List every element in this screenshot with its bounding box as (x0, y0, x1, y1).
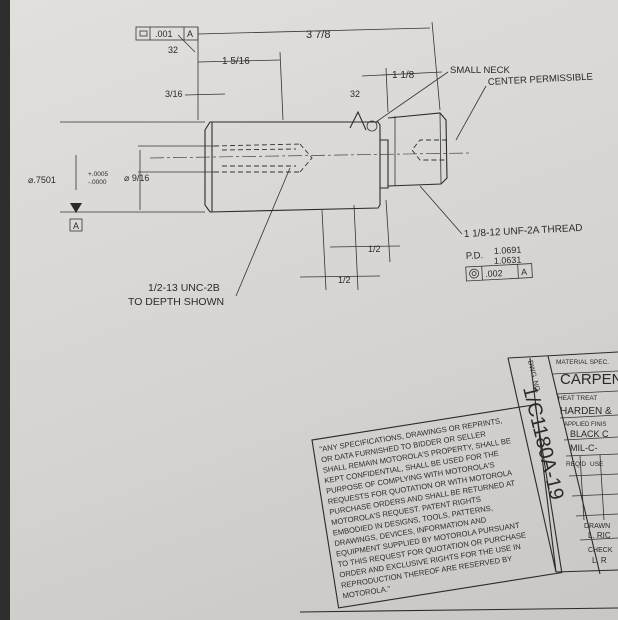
concentricity-datum: A (521, 267, 528, 277)
overall-length-dim: 3 7/8 (306, 29, 330, 41)
applied-finish-value-1: BLACK C (570, 429, 609, 439)
surface-finish-top: 32 (168, 45, 178, 55)
flatness-value: .001 (155, 29, 173, 39)
pitch-diameter-upper: 1.0691 (494, 245, 522, 256)
drawn-label: DRAWN (584, 523, 610, 530)
applied-finish-label: APPLIED FINIS (564, 422, 606, 428)
small-neck-note: SMALL NECK (450, 65, 510, 76)
reqd-label: REQ'D (566, 461, 586, 468)
thread-note: 1 1/8-12 UNF-2A THREAD (464, 223, 583, 240)
surface-finish-neck: 32 (350, 89, 360, 99)
flatness-datum: A (187, 29, 193, 39)
tap-note-line1: 1/2-13 UNC-2B (148, 282, 220, 294)
pitch-diameter-lower: 1.0631 (494, 255, 522, 266)
half-inch-dim-2: 1/2 (338, 275, 351, 285)
part-outline (149, 110, 471, 213)
checked-label: CHECK (588, 547, 613, 554)
drawn-value: L. RIC (588, 531, 611, 540)
tolerance-minus: -.0000 (88, 179, 107, 186)
title-block: MATERIAL SPEC. CARPEN HEAT TREAT HARDEN … (507, 351, 618, 575)
tap-note-line2: TO DEPTH SHOWN (128, 296, 224, 308)
heat-treat-value: HARDEN & (560, 406, 612, 417)
center-permissible-note: CENTER PERMISSIBLE (488, 72, 593, 88)
use-label: USE (590, 461, 604, 468)
pitch-diameter-label: P.D. (466, 250, 484, 262)
bore-diameter-dim: ⌀ 9/16 (124, 173, 149, 183)
datum-a-label: A (73, 221, 79, 231)
concentricity-value: .002 (485, 268, 503, 279)
neck-length-dim: 1 1/8 (392, 70, 415, 81)
flatness-control-frame: .001 A (135, 26, 199, 41)
main-diameter-dim: ⌀.7501 (28, 175, 56, 185)
material-spec-value: CARPEN (560, 371, 618, 388)
datum-a-box (69, 218, 83, 232)
sheet-border (299, 607, 618, 613)
half-inch-dim-1: 1/2 (368, 244, 381, 254)
heat-treat-label: HEAT TREAT (558, 395, 597, 402)
chamfer-dim: 3/16 (165, 89, 183, 99)
tolerance-plus: +.0005 (88, 171, 108, 178)
disclaimer-box: "ANY SPECIFICATIONS, DRAWINGS OR REPRINT… (311, 404, 563, 609)
head-length-dim: 1 5/16 (222, 56, 250, 67)
disclaimer-text: "ANY SPECIFICATIONS, DRAWINGS OR REPRINT… (319, 416, 527, 600)
checked-value: L. R (592, 556, 607, 565)
applied-finish-value-2: MIL-C- (570, 443, 598, 453)
dimension-lines (60, 21, 487, 297)
concentricity-control-frame: .002 A (465, 263, 533, 282)
material-spec-label: MATERIAL SPEC. (556, 359, 609, 366)
